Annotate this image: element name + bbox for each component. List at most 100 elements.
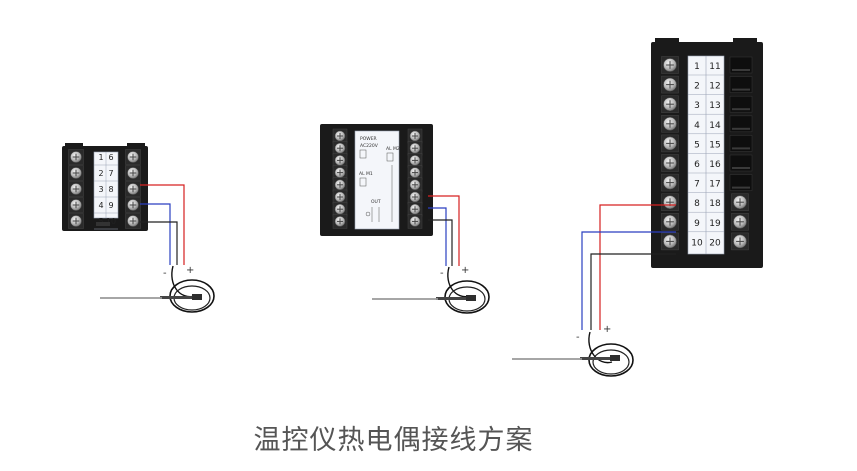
terminal-screw [332, 140, 348, 156]
terminal-screw [125, 197, 141, 213]
terminal-number: 2 [694, 82, 700, 92]
terminal-number: 17 [709, 180, 720, 190]
wire-black [140, 221, 178, 265]
terminal-number: 16 [709, 160, 721, 170]
wire-red [428, 195, 460, 266]
terminal-number: 15 [709, 140, 720, 150]
terminal-number: 1 [694, 62, 700, 72]
terminal-screw [731, 213, 749, 231]
wire-blue [140, 203, 171, 265]
wire-blue [581, 231, 676, 330]
terminal-number: 8 [694, 199, 700, 209]
terminal-screw [332, 177, 348, 193]
terminal-screw [125, 181, 141, 197]
wire-red [599, 204, 676, 330]
terminal-screw [661, 173, 679, 192]
terminal-number: 7 [694, 180, 700, 190]
panel-label-alm1: AL M1 [359, 171, 373, 177]
terminal-slot [729, 76, 753, 93]
panel-label-ac220v: AC220V [360, 143, 379, 149]
terminal-screw [68, 165, 84, 181]
terminal-number: 10 [691, 238, 703, 248]
terminal-screw [661, 193, 679, 211]
terminal-screw [731, 232, 749, 251]
terminal-screw [661, 115, 679, 133]
terminal-number: 11 [709, 62, 720, 72]
terminal-number: 6 [108, 153, 113, 162]
terminal-screw [661, 213, 679, 231]
terminal-number: 14 [709, 121, 721, 131]
terminal-number: 10 [106, 217, 116, 226]
terminal-screw [125, 149, 141, 165]
wire-red [140, 184, 185, 265]
terminal-slot [729, 174, 753, 191]
terminal-slot [729, 115, 753, 133]
terminal-screw [731, 193, 749, 211]
terminal-number: 19 [709, 219, 721, 229]
thermocouple-probe-1 [100, 265, 215, 313]
wire-black [428, 219, 453, 266]
terminal-number: 4 [98, 201, 103, 210]
thermocouple-probe-2 [372, 266, 490, 314]
controller-small-wires [140, 184, 185, 265]
polarity-negative-2: - [440, 268, 444, 279]
terminal-screw [661, 134, 679, 153]
terminal-screw [407, 140, 423, 156]
wire-black [590, 253, 676, 330]
caption-text: 温控仪热电偶接线方案 [253, 425, 534, 456]
terminal-screw [68, 197, 84, 213]
terminal-screw [661, 56, 679, 74]
terminal-screw [407, 189, 423, 205]
terminal-slot [729, 154, 753, 172]
terminal-slot [729, 56, 753, 74]
terminal-screw [407, 214, 423, 229]
controller-large-right-terminals [729, 56, 753, 251]
terminal-screw [661, 154, 679, 172]
terminal-number: 7 [108, 169, 113, 178]
terminal-number: 1 [98, 153, 103, 162]
terminal-number: 20 [709, 238, 721, 248]
terminal-number: 9 [694, 219, 700, 229]
controller-small-left-terminals [68, 149, 84, 229]
polarity-negative-1: - [163, 268, 167, 279]
panel-label-alm2: AL M2 [386, 146, 400, 152]
terminal-screw [407, 128, 423, 144]
controller-medium-left-terminals [332, 128, 348, 229]
controller-small-right-terminals [125, 149, 141, 229]
terminal-number: 4 [694, 121, 700, 131]
terminal-number: 13 [709, 101, 720, 111]
terminal-number: 18 [709, 199, 721, 209]
terminal-number: 5 [98, 217, 103, 226]
terminal-number: 12 [709, 82, 720, 92]
polarity-positive-2: + [461, 265, 469, 276]
terminal-screw [407, 177, 423, 193]
terminal-screw [68, 181, 84, 197]
terminal-screw [332, 153, 348, 168]
terminal-screw [125, 165, 141, 181]
terminal-number: 2 [98, 169, 103, 178]
terminal-number: 9 [108, 201, 113, 210]
terminal-screw [407, 201, 423, 217]
terminal-screw [661, 75, 679, 94]
controller-medium: POWER AC220V AL M1 OUT AL M2 [320, 124, 433, 236]
controller-medium-label-card [354, 130, 400, 230]
panel-label-out: OUT [371, 199, 381, 205]
terminal-screw [332, 165, 348, 180]
diagram-caption: 温控仪热电偶接线方案 [0, 418, 857, 458]
thermocouple-probe-3 [512, 331, 634, 377]
terminal-screw [332, 214, 348, 229]
panel-label-power: POWER [360, 136, 377, 142]
terminal-screw [407, 165, 423, 180]
controller-medium-right-terminals [407, 128, 423, 229]
terminal-screw [125, 213, 141, 229]
terminal-screw [661, 95, 679, 113]
terminal-screw [68, 213, 84, 229]
terminal-slot [729, 135, 753, 152]
terminal-screw [68, 149, 84, 165]
terminal-number: 6 [694, 160, 700, 170]
